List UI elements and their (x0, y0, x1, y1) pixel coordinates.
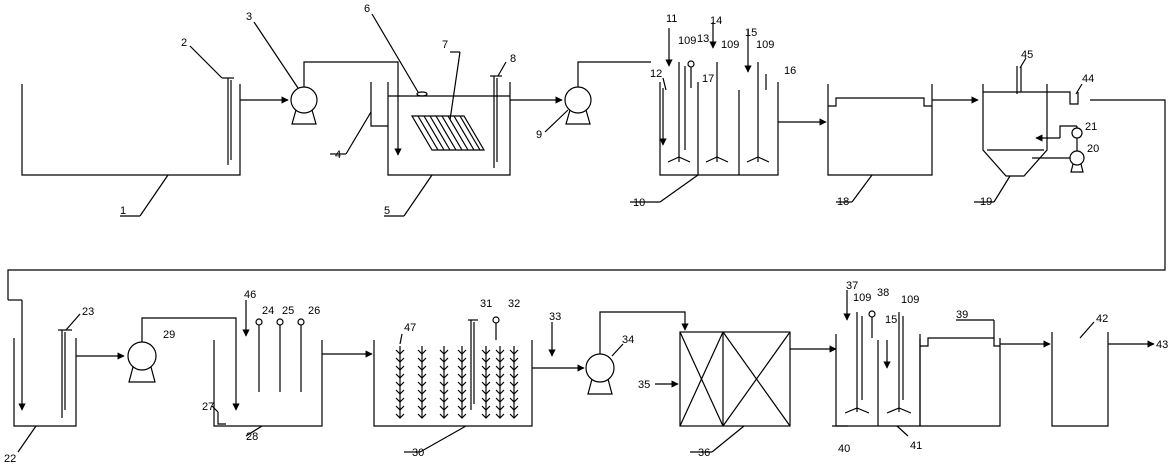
mixer (746, 62, 770, 163)
label-42: 42 (1096, 313, 1108, 325)
tank-1 (21, 84, 241, 176)
label-8: 8 (510, 53, 516, 65)
label-3: 3 (246, 11, 252, 23)
label-15b: 15 (885, 314, 897, 326)
label-2: 2 (181, 37, 187, 49)
pipe-line (7, 99, 1166, 300)
label-33: 33 (549, 311, 561, 323)
tank-28 (213, 340, 323, 427)
label-22: 22 (4, 453, 16, 465)
sensor-32 (492, 316, 500, 340)
label-26: 26 (308, 305, 320, 317)
tank-30 (373, 340, 533, 427)
tank-22 (13, 338, 77, 427)
label-40: 40 (838, 443, 850, 455)
tank-10 (659, 82, 779, 176)
label-35: 35 (638, 379, 650, 391)
probe-25 (276, 318, 284, 392)
pump-9 (564, 86, 592, 125)
fitting-6 (416, 91, 428, 97)
pipe-23 (58, 329, 72, 418)
carrier-47 (395, 346, 519, 419)
pump-3 (290, 86, 318, 125)
tank-42 (1051, 332, 1109, 427)
label-47: 47 (404, 322, 416, 334)
label-34: 34 (622, 334, 634, 346)
tank-39 (919, 338, 1001, 427)
tank-18 (827, 84, 933, 176)
label-4: 4 (335, 149, 341, 161)
label-9: 9 (536, 129, 542, 141)
probe-24 (255, 318, 263, 392)
label-39: 39 (956, 309, 968, 321)
pump-20 (1032, 138, 1085, 173)
label-12: 12 (650, 68, 662, 80)
label-44: 44 (1082, 73, 1094, 85)
label-1: 1 (120, 205, 126, 217)
valve-21 (1059, 125, 1083, 139)
pipe-line (577, 61, 651, 87)
label-29: 29 (163, 329, 175, 341)
label-45: 45 (1021, 49, 1033, 61)
label-21: 21 (1085, 121, 1097, 133)
pipe-8 (490, 75, 502, 168)
label-36: 36 (698, 447, 710, 459)
label-32: 32 (508, 298, 520, 310)
label-38: 38 (877, 287, 889, 299)
label-14: 14 (710, 15, 722, 27)
sensor-13 (687, 60, 695, 88)
tank-5 (387, 82, 511, 176)
label-28: 28 (246, 431, 258, 443)
label-43: 43 (1156, 339, 1168, 351)
sensor-38 (868, 310, 876, 338)
label-17: 17 (702, 73, 714, 85)
pipe-line (599, 311, 689, 354)
label-109c: 109 (756, 39, 774, 51)
label-18: 18 (837, 196, 849, 208)
label-109d: 109 (853, 292, 871, 304)
label-20: 20 (1087, 143, 1099, 155)
pump-34 (585, 353, 615, 395)
label-15: 15 (745, 27, 757, 39)
probe-26 (297, 318, 305, 392)
pipe-line (141, 317, 240, 411)
tank-19 (982, 84, 1048, 177)
label-16: 16 (784, 65, 796, 77)
mixer (886, 312, 912, 414)
label-11: 11 (666, 13, 677, 25)
label-10: 10 (633, 197, 645, 209)
inclined-plates-7 (410, 115, 486, 151)
label-37: 37 (846, 280, 858, 292)
label-109b: 109 (721, 39, 739, 51)
label-13: 13 (697, 33, 709, 45)
label-109a: 109 (678, 35, 696, 47)
label-19: 19 (980, 196, 992, 208)
label-23: 23 (82, 306, 94, 318)
mixer (844, 312, 870, 414)
label-30: 30 (412, 447, 424, 459)
pump-29 (127, 341, 157, 383)
label-31: 31 (480, 298, 492, 310)
label-46: 46 (244, 289, 256, 301)
filter-36 (679, 331, 791, 427)
pipe-2 (222, 77, 234, 165)
label-5: 5 (384, 205, 390, 217)
leader-lines (17, 13, 1095, 453)
baffle-4 (370, 82, 388, 127)
label-27: 27 (202, 401, 214, 413)
label-7: 7 (442, 39, 448, 51)
mixer (667, 62, 691, 163)
pipe-27 (217, 412, 226, 425)
overflow-44 (1047, 91, 1079, 105)
label-41: 41 (910, 440, 922, 452)
pipe-line (303, 61, 402, 156)
label-25: 25 (282, 305, 294, 317)
label-109e: 109 (901, 294, 919, 306)
mixer (705, 62, 729, 163)
agitator-45 (1016, 66, 1022, 94)
pipe-31 (468, 319, 478, 410)
label-6: 6 (364, 3, 370, 15)
label-24: 24 (262, 305, 274, 317)
